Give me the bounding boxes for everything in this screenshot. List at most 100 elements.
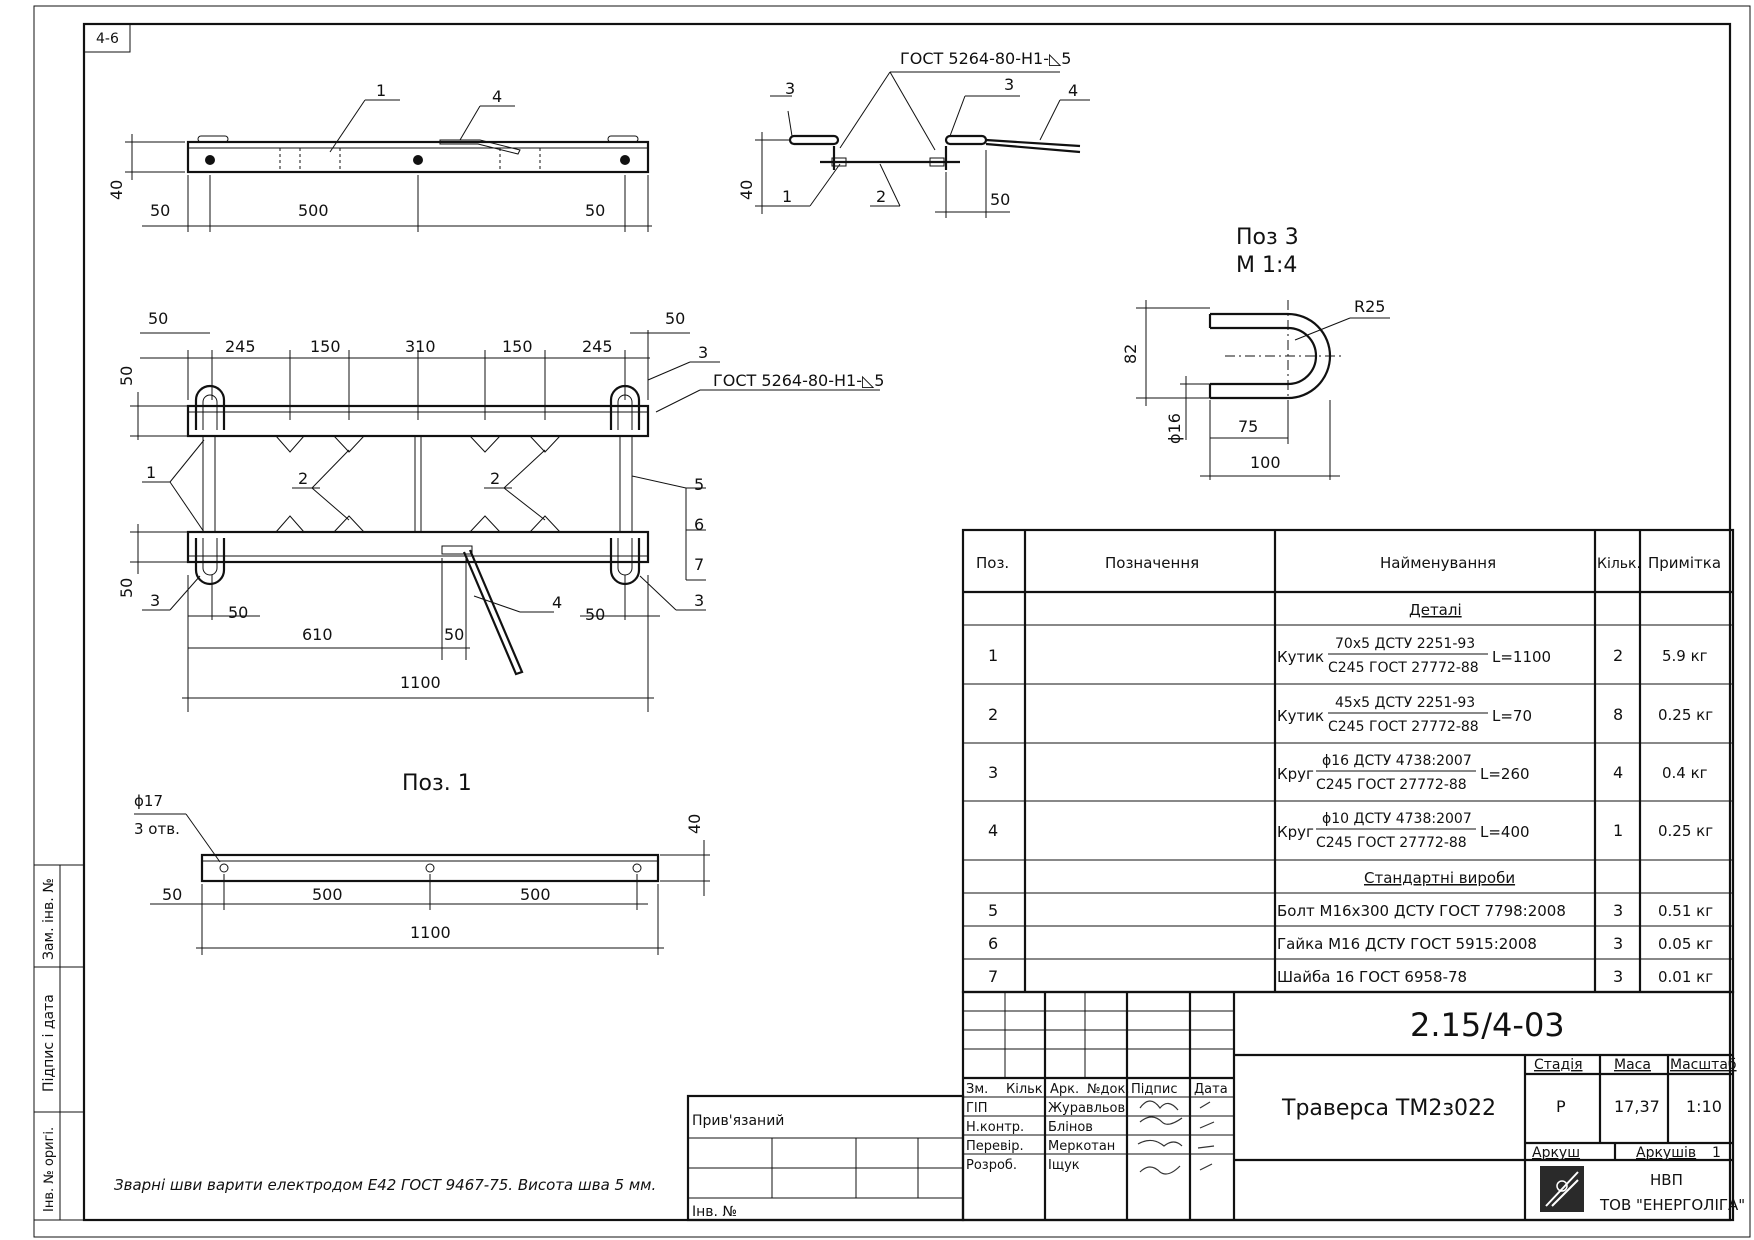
signature-marks <box>1137 1100 1215 1175</box>
row4-note: 0.25 кг <box>1658 822 1713 840</box>
plan-callout-7: 7 <box>694 555 704 574</box>
plan-dim-bot-1: 610 <box>302 625 333 644</box>
sec-callout-2: 2 <box>876 187 886 206</box>
dim-50-a: 50 <box>150 201 170 220</box>
sec-callout-4: 4 <box>1068 81 1078 100</box>
plan-callout-3a: 3 <box>698 343 708 362</box>
row5-qty: 3 <box>1613 901 1623 920</box>
section-details: Деталі <box>1409 601 1462 619</box>
sheet-label: Аркуш <box>1532 1145 1580 1161</box>
name-4: Іщук <box>1048 1158 1080 1173</box>
name-1: Журавльов <box>1048 1101 1125 1116</box>
row2-note: 0.25 кг <box>1658 706 1713 724</box>
row2-len: L=70 <box>1492 707 1532 725</box>
section-standard: Стандартні вироби <box>1364 869 1515 887</box>
row6-name: Гайка М16 ДСТУ ГОСТ 5915:2008 <box>1277 935 1537 953</box>
corner-label: 4-6 <box>96 31 119 47</box>
pos3-view: Поз 3 М 1:4 R25 82 ϕ16 75 100 <box>1121 225 1390 480</box>
rh-ndok: №док. <box>1087 1082 1129 1097</box>
pos3-dim-100: 100 <box>1250 453 1281 472</box>
plan-callout-5: 5 <box>694 475 704 494</box>
row2-num: 45х5 ДСТУ 2251-93 <box>1335 695 1475 711</box>
row3-name: Круг <box>1277 765 1314 783</box>
plan-callout-3c: 3 <box>694 591 704 610</box>
scale-label: Масштаб <box>1670 1057 1737 1073</box>
top-side-view: 1 4 40 50 500 50 <box>107 81 652 232</box>
bound-label: Прив'язаний <box>692 1113 784 1129</box>
row3-pos: 3 <box>988 763 998 782</box>
row6-pos: 6 <box>988 934 998 953</box>
th-qty: Кільк. <box>1597 556 1641 572</box>
rh-pidpys: Підпис <box>1131 1082 1177 1097</box>
row5-pos: 5 <box>988 901 998 920</box>
company-logo-icon <box>1540 1166 1584 1212</box>
pos3-radius: R25 <box>1354 297 1385 316</box>
role-1: ГІП <box>966 1101 988 1116</box>
drawing-title: Траверса ТМ2з022 <box>1281 1096 1496 1121</box>
plan-dim-bot-3: 50 <box>585 605 605 624</box>
plan-dim-top-6: 50 <box>665 309 685 328</box>
pos3-dim-82: 82 <box>1121 344 1140 364</box>
sec-dim-40: 40 <box>737 180 756 200</box>
sec-callout-3b: 3 <box>1004 75 1014 94</box>
dim-40-a: 40 <box>107 180 126 200</box>
row1-num: 70х5 ДСТУ 2251-93 <box>1335 636 1475 652</box>
row1-note: 5.9 кг <box>1662 647 1708 665</box>
plan-view: 50 245 150 310 150 245 50 <box>117 309 884 712</box>
corner-box <box>83 23 131 53</box>
plan-dim-top-4: 150 <box>502 337 533 356</box>
row3-qty: 4 <box>1613 763 1623 782</box>
role-4: Розроб. <box>966 1158 1017 1173</box>
sheet-border <box>33 5 1751 1238</box>
stamp-inv: Інв. № оригі. <box>42 1127 57 1212</box>
row3-note: 0.4 кг <box>1662 764 1708 782</box>
row1-len: L=1100 <box>1492 648 1551 666</box>
weld-note-1: ГОСТ 5264-80-Н1-◺5 <box>900 49 1071 68</box>
pos3-dim-75: 75 <box>1238 417 1258 436</box>
stamp-zam: Зам. інв. № <box>41 878 57 960</box>
plan-dim-top-0: 50 <box>148 309 168 328</box>
title-block: 2.15/4-03 Траверса ТМ2з022 Стадія Маса М… <box>686 990 1745 1222</box>
doc-code: 2.15/4-03 <box>1410 1006 1565 1044</box>
row2-name: Кутик <box>1277 707 1324 725</box>
pos1-dim-1100: 1100 <box>410 923 451 942</box>
row4-den: С245 ГОСТ 27772-88 <box>1316 835 1467 851</box>
row1-name: Кутик <box>1277 648 1324 666</box>
row5-note: 0.51 кг <box>1658 902 1713 920</box>
row2-den: С245 ГОСТ 27772-88 <box>1328 719 1479 735</box>
row4-pos: 4 <box>988 821 998 840</box>
row1-qty: 2 <box>1613 646 1623 665</box>
role-2: Н.контр. <box>966 1120 1024 1135</box>
pos1-dim-40: 40 <box>685 814 704 834</box>
row7-qty: 3 <box>1613 967 1623 986</box>
plan-callout-6: 6 <box>694 515 704 534</box>
company-2: ТОВ "ЕНЕРГОЛІГА" <box>1599 1196 1745 1214</box>
pos1-view: Поз. 1 ϕ17 3 отв. 40 50 500 500 1100 <box>134 771 710 955</box>
th-designation: Позначення <box>1105 554 1199 572</box>
rh-kilk: Кільк. <box>1006 1082 1047 1097</box>
sheets-label: Аркушів <box>1636 1145 1696 1161</box>
row6-note: 0.05 кг <box>1658 935 1713 953</box>
row2-pos: 2 <box>988 705 998 724</box>
pos1-dim-500a: 500 <box>312 885 343 904</box>
callout-4: 4 <box>492 87 502 106</box>
plan-callout-2a: 2 <box>298 469 308 488</box>
weld-general-note: Зварні шви варити електродом Е42 ГОСТ 94… <box>114 1176 656 1194</box>
dim-50-b: 50 <box>585 201 605 220</box>
sec-dim-50: 50 <box>990 190 1010 209</box>
pos3-scale: М 1:4 <box>1236 253 1297 278</box>
th-name: Найменування <box>1380 554 1496 572</box>
row4-num: ϕ10 ДСТУ 4738:2007 <box>1322 811 1472 827</box>
mass-value: 17,37 <box>1614 1097 1660 1116</box>
mass-label: Маса <box>1614 1057 1651 1073</box>
row1-pos: 1 <box>988 646 998 665</box>
row7-note: 0.01 кг <box>1658 968 1713 986</box>
plan-dim-side-0: 50 <box>117 366 136 386</box>
sheets-value: 1 <box>1712 1145 1721 1161</box>
plan-callout-1: 1 <box>146 463 156 482</box>
pos1-dim-50: 50 <box>162 885 182 904</box>
th-pos: Поз. <box>976 554 1009 572</box>
plan-callout-3b: 3 <box>150 591 160 610</box>
plan-dim-top-2: 150 <box>310 337 341 356</box>
